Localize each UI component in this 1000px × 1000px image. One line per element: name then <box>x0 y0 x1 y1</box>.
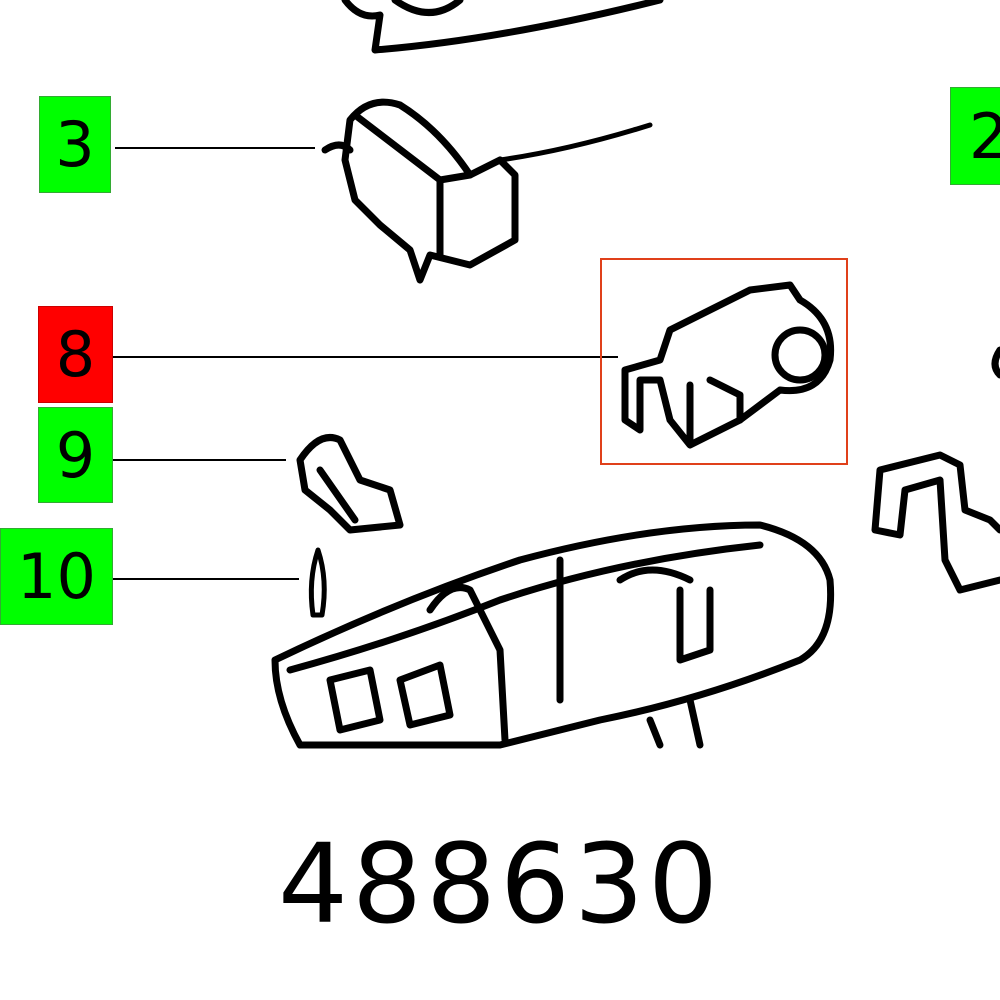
callout-3[interactable]: 3 <box>39 96 111 193</box>
part-number: 488630 <box>278 820 722 948</box>
part-9-button <box>296 434 404 534</box>
leader-line-8 <box>113 356 618 358</box>
highlight-box-part-8 <box>600 258 848 465</box>
main-housing <box>271 521 835 749</box>
callout-10[interactable]: 10 <box>0 528 113 625</box>
leader-line-9 <box>113 459 286 461</box>
top-housing-part <box>341 0 664 54</box>
part-10-pin <box>308 547 327 618</box>
part-3-switch <box>321 98 653 284</box>
callout-8[interactable]: 8 <box>38 306 113 403</box>
callout-9[interactable]: 9 <box>38 407 113 503</box>
leader-line-10 <box>113 578 299 580</box>
leader-line-3 <box>115 147 315 149</box>
part-2-bracket <box>871 346 1000 594</box>
callout-2[interactable]: 2 <box>950 87 1000 185</box>
part-8-switch-actuator <box>621 281 835 449</box>
